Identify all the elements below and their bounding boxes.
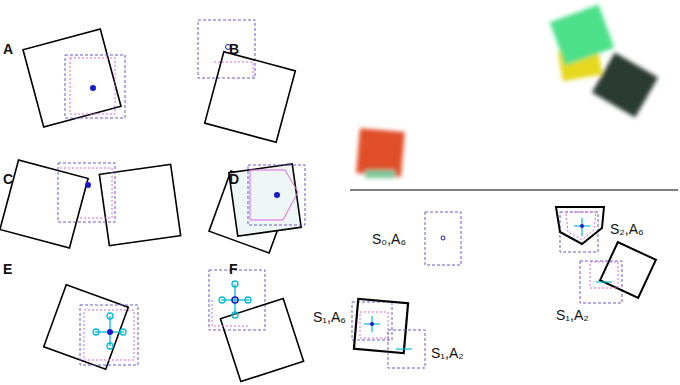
state-action-label: S₂,A₆ [610, 222, 644, 236]
state-action-label: S₁,A₂ [556, 308, 589, 322]
state-action-label: S₁,A₆ [313, 310, 346, 324]
panel-letter: F [229, 262, 238, 276]
state-action-label: S₁,A₂ [431, 346, 464, 360]
panel-letter: B [229, 42, 239, 56]
panel-letter: C [3, 172, 13, 186]
state-action-label: S₀,A₆ [372, 232, 406, 246]
panel-letter: E [3, 262, 12, 276]
panel-letter: D [229, 172, 239, 186]
panel-letter: A [3, 42, 13, 56]
